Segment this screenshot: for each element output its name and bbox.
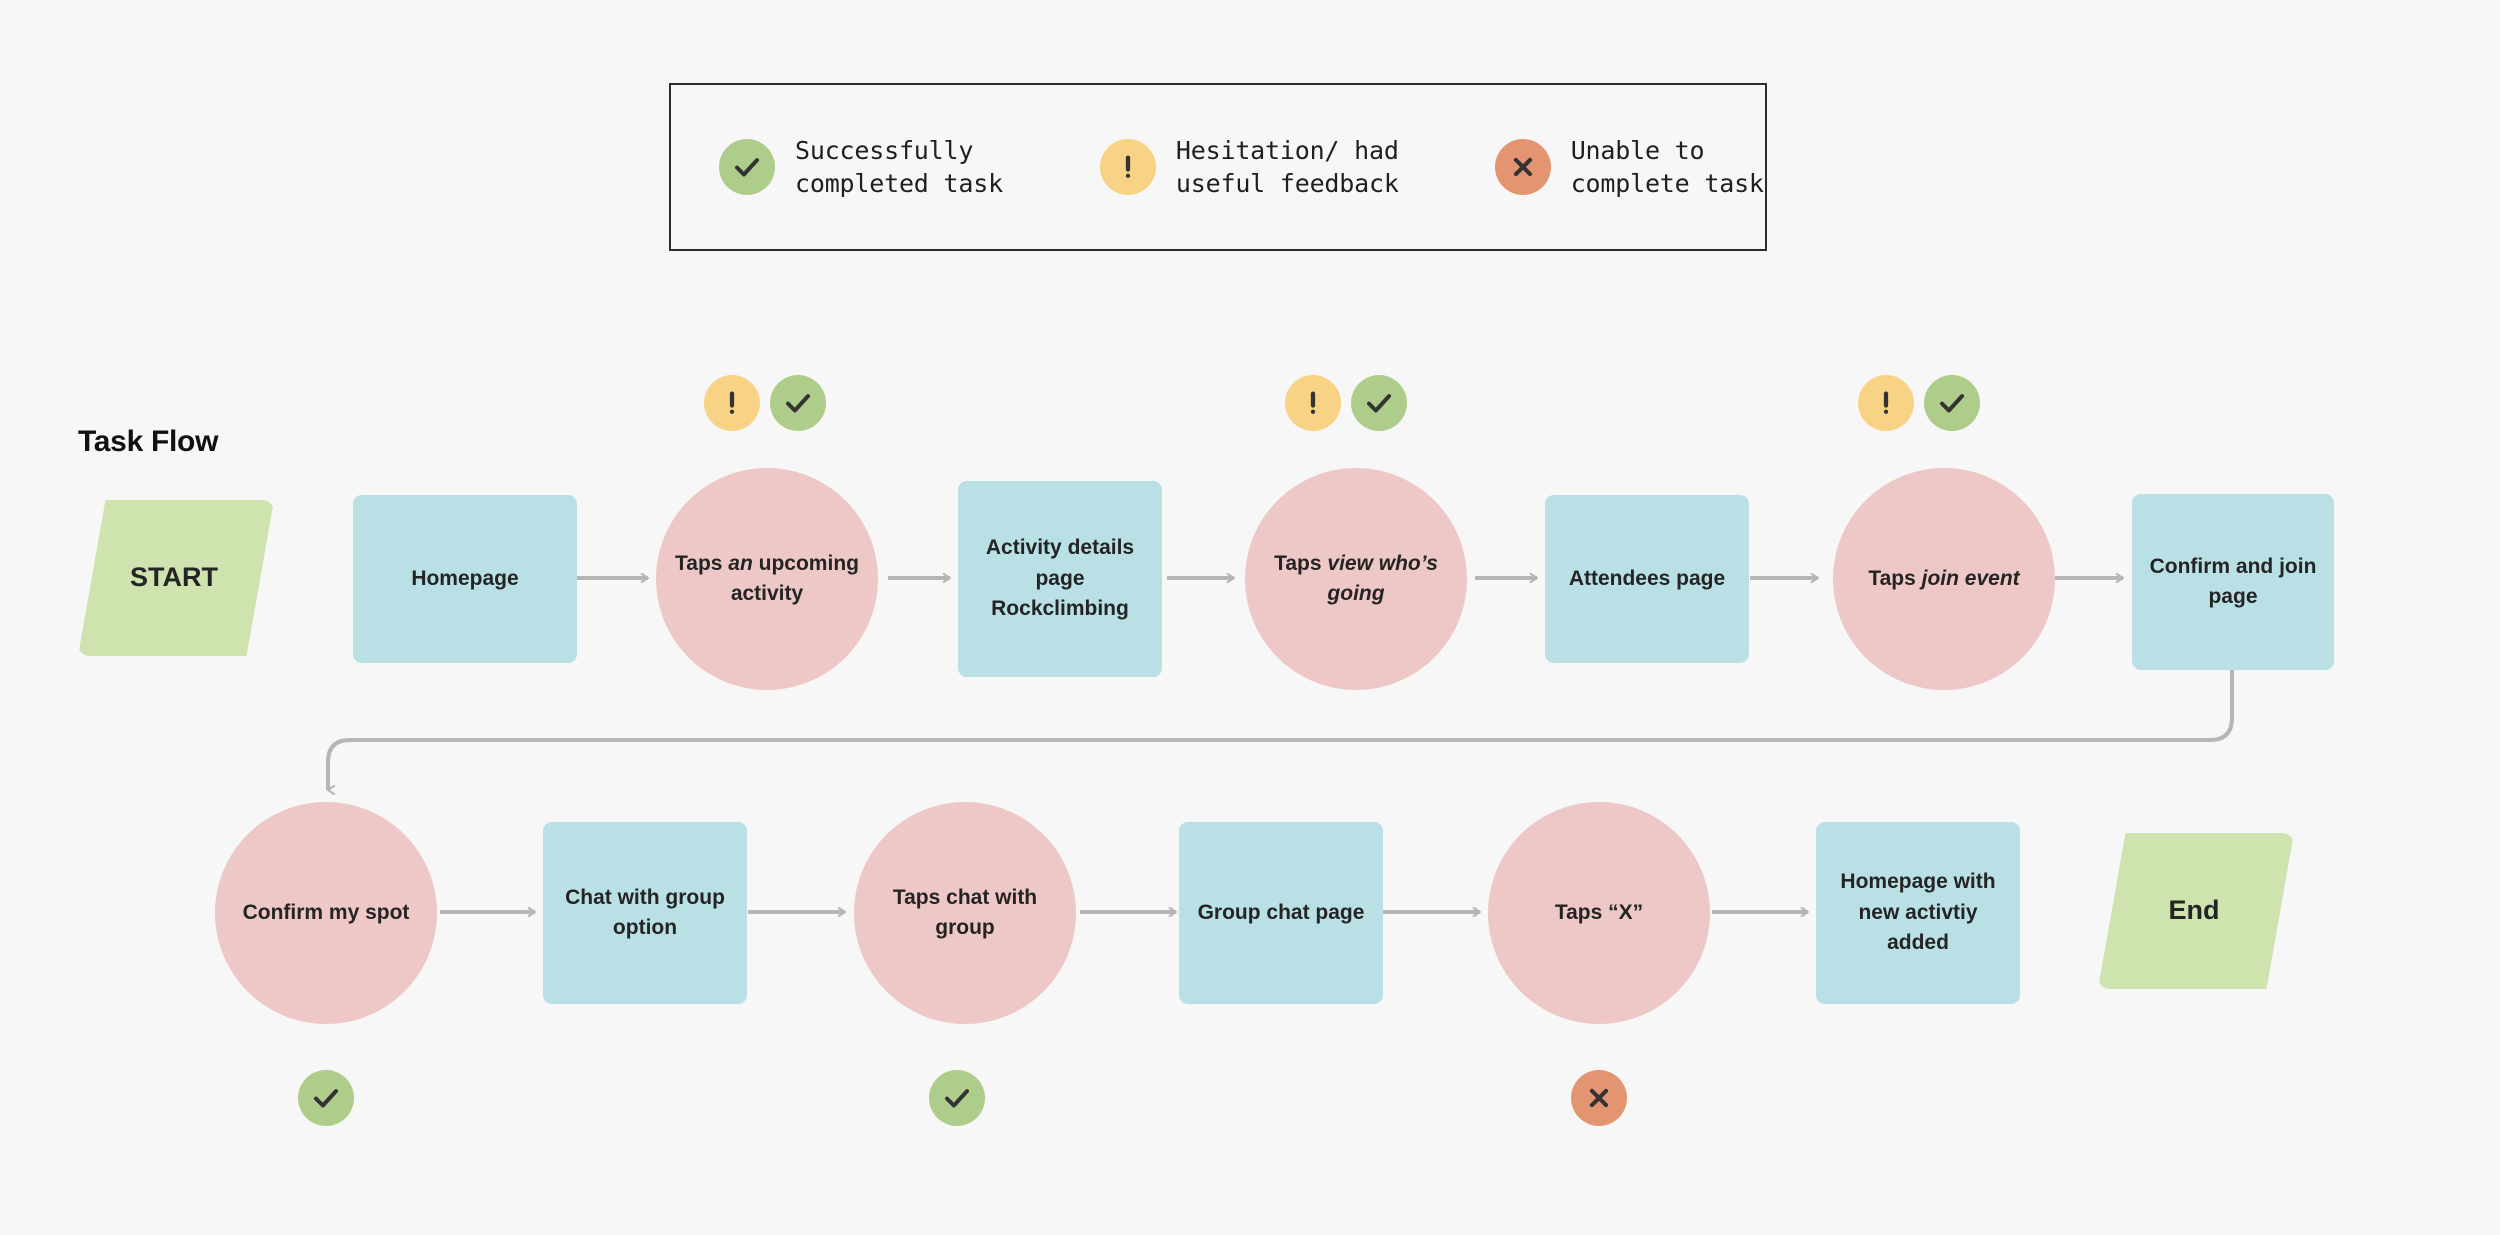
node-activity-details-page[interactable]: Activity details page Rockclimbing [958,481,1162,677]
node-homepage-new-activity[interactable]: Homepage with new activtiy added [1816,822,2020,1004]
legend-label-unable: Unable to complete task [1570,135,1764,198]
legend-box: Successfully completed task Hesitation/ … [669,83,1767,251]
check-icon [770,375,826,431]
legend-label-hesitation: Hesitation/ had useful feedback [1175,135,1399,198]
legend-item-success: Successfully completed task [719,134,1003,201]
node-chat-with-group-option-label: Chat with group option [565,885,725,939]
markers-taps-upcoming-activity [704,375,826,431]
node-taps-chat-with-group[interactable]: Taps chat with group [854,802,1076,1024]
exclamation-icon [1099,139,1156,195]
cross-icon [1494,139,1551,195]
node-group-chat-page[interactable]: Group chat page [1179,822,1383,1004]
legend-item-unable: Unable to complete task [1494,134,1764,201]
legend-label-success: Successfully completed task [795,135,1003,198]
page-title: Task Flow [78,425,219,458]
markers-taps-view-whos-going [1285,375,1407,431]
node-confirm-and-join-page-label: Confirm and join page [2149,554,2317,608]
exclamation-icon [1858,375,1914,431]
node-taps-chat-with-group-label: Taps chat with group [892,885,1038,939]
cross-icon [1571,1070,1627,1126]
check-icon [298,1070,354,1126]
node-taps-x-label: Taps “X” [1554,900,1644,924]
node-confirm-my-spot-label: Confirm my spot [242,900,410,924]
node-end-label: End [2168,895,2220,926]
check-icon [719,139,775,195]
node-homepage-new-activity-label: Homepage with new activtiy added [1840,870,1996,955]
node-taps-upcoming-activity[interactable]: Taps an upcoming activity [656,468,878,690]
node-taps-join-event[interactable]: Taps join event [1833,468,2055,690]
node-taps-view-whos-going-label: Taps view who’s going [1274,551,1438,605]
node-chat-with-group-option[interactable]: Chat with group option [543,822,747,1004]
check-icon [1351,375,1407,431]
legend-item-hesitation: Hesitation/ had useful feedback [1099,134,1399,201]
node-attendees-page[interactable]: Attendees page [1545,495,1749,663]
exclamation-icon [704,375,760,431]
node-end[interactable]: End [2098,833,2294,989]
markers-confirm-my-spot [298,1070,354,1126]
markers-taps-chat-with-group [929,1070,985,1126]
node-homepage-label: Homepage [411,566,519,590]
check-icon [929,1070,985,1126]
node-attendees-page-label: Attendees page [1568,566,1726,590]
node-activity-details-page-label: Activity details page Rockclimbing [985,536,1135,621]
node-taps-upcoming-activity-label: Taps an upcoming activity [675,551,859,605]
node-start-label: START [130,562,218,593]
node-taps-x[interactable]: Taps “X” [1488,802,1710,1024]
node-start[interactable]: START [78,500,274,656]
node-taps-view-whos-going[interactable]: Taps view who’s going [1245,468,1467,690]
node-group-chat-page-label: Group chat page [1197,900,1365,924]
exclamation-icon [1285,375,1341,431]
check-icon [1924,375,1980,431]
node-confirm-my-spot[interactable]: Confirm my spot [215,802,437,1024]
markers-taps-join-event [1858,375,1980,431]
node-confirm-and-join-page[interactable]: Confirm and join page [2132,494,2334,670]
node-taps-join-event-label: Taps join event [1868,566,2020,590]
markers-taps-x [1571,1070,1627,1126]
node-homepage[interactable]: Homepage [353,495,577,663]
